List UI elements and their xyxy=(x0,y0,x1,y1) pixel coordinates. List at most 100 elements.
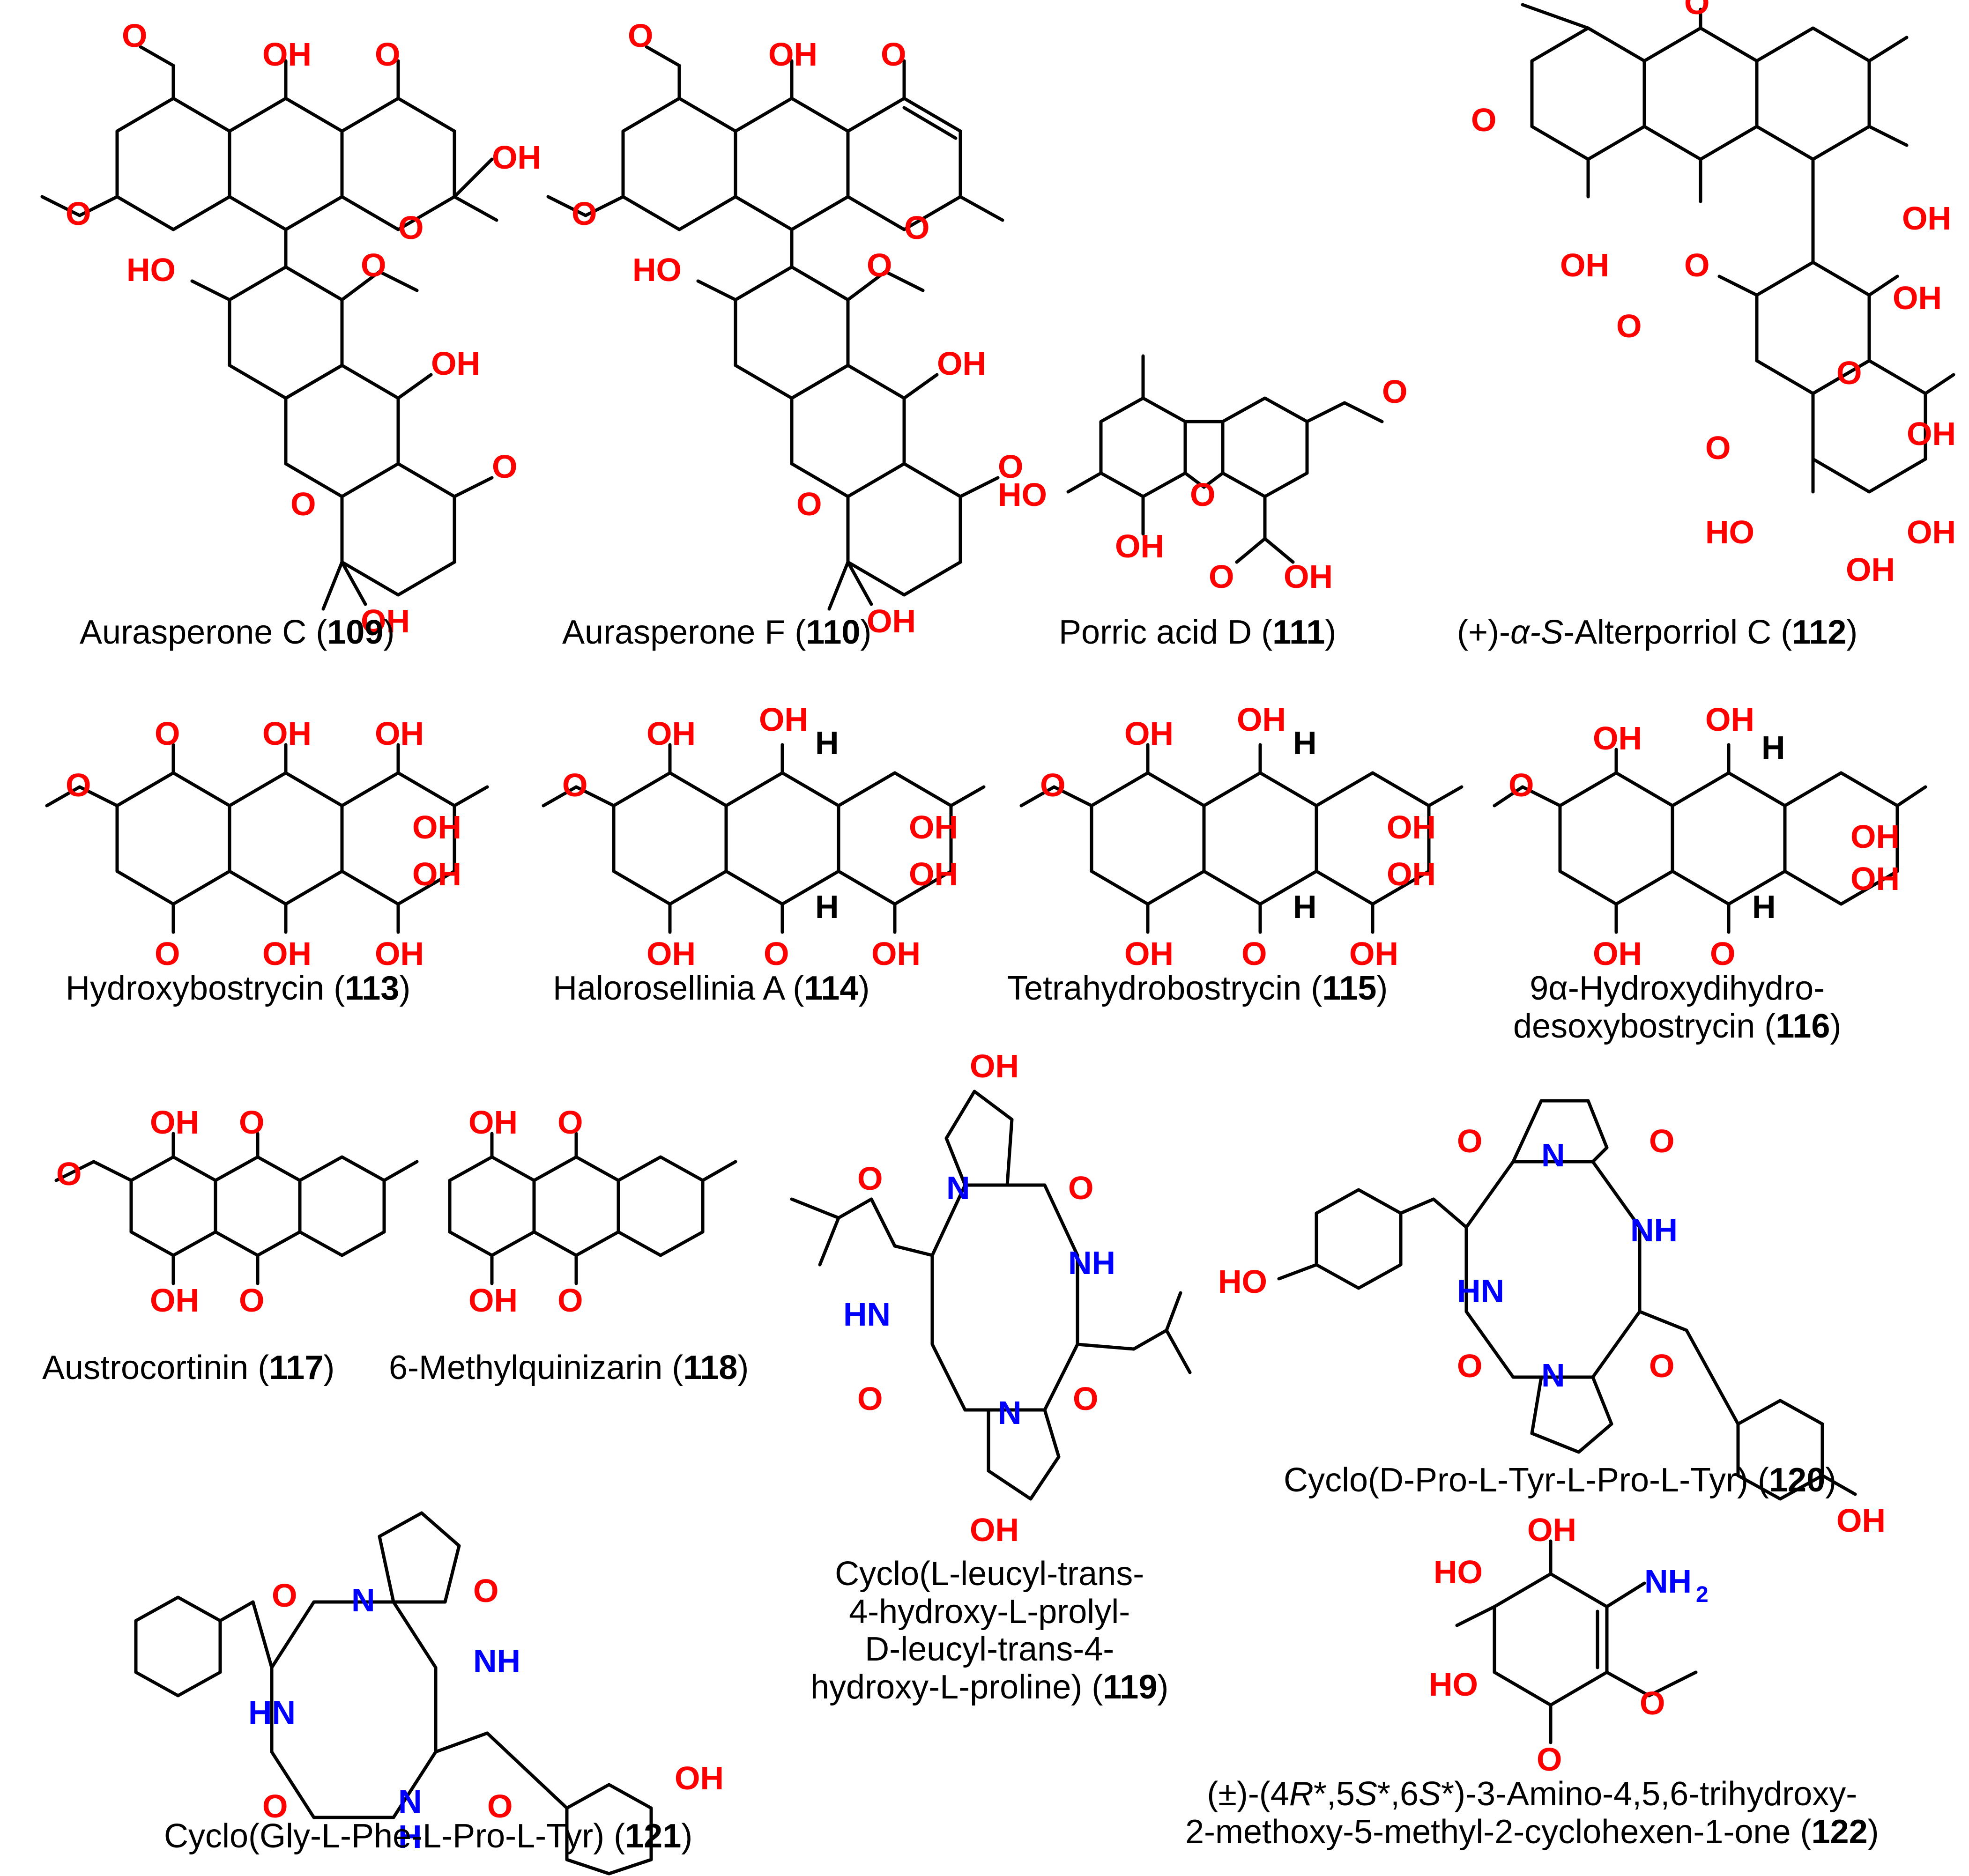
atom-oh: OH xyxy=(1349,935,1398,972)
atom-o: O xyxy=(155,715,180,752)
atom-oh: OH xyxy=(759,701,808,738)
atom-o: O xyxy=(1040,767,1065,803)
atom-o: O xyxy=(1073,1380,1098,1417)
atom-o: O xyxy=(1209,558,1234,595)
compound-number: 121 xyxy=(625,1817,682,1855)
atom-nh: NH xyxy=(1068,1245,1115,1281)
compound-number: 111 xyxy=(1272,614,1325,651)
atom-oh: OH xyxy=(1124,715,1174,752)
compound-name: Tetrahydrobostrycin xyxy=(1007,970,1302,1007)
compound-name-line1: Cyclo(L-leucyl-trans- xyxy=(835,1555,1144,1593)
atom-h: H xyxy=(1761,729,1785,766)
atom-o: O xyxy=(628,17,653,54)
atom-oh: OH xyxy=(909,809,958,845)
atom-oh: OH xyxy=(150,1104,199,1141)
caption-117: Austrocortinin (117) xyxy=(42,1349,335,1387)
atom-o: O xyxy=(1241,935,1267,972)
atom-oh: OH xyxy=(361,603,410,639)
atom-labels-113: O OH OH O OH OH O OH OH xyxy=(66,715,461,972)
atom-oh: OH xyxy=(150,1282,199,1319)
atom-o: O xyxy=(881,36,906,73)
atom-oh: OH xyxy=(970,1048,1019,1084)
atom-oh: OH xyxy=(675,1760,724,1796)
atom-oh: OH xyxy=(1593,720,1642,756)
atom-o: O xyxy=(398,209,424,246)
atom-labels-122: OH HO NH 2 HO O O xyxy=(1429,1512,1709,1778)
compound-number: 122 xyxy=(1811,1813,1868,1851)
compound-name-stereo: R xyxy=(1289,1775,1314,1813)
structure-112: O O O OH OH O OH O O OH HO OH OH xyxy=(1471,0,1956,588)
atom-o: O xyxy=(1457,1123,1482,1159)
structure-109: O OH O OH O O HO O OH O O OH xyxy=(40,17,541,639)
compound-name: Cyclo(D-Pro-L-Tyr-L-Pro-L-Tyr) xyxy=(1284,1461,1749,1499)
compound-name-line2: 2-methoxy-5-methyl-2-cyclohexen-1-one xyxy=(1185,1813,1791,1851)
atom-oh: OH xyxy=(909,856,958,892)
atom-oh: OH xyxy=(412,809,461,845)
atom-o: O xyxy=(239,1104,264,1141)
atom-labels-116: OH OH H O OH OH H OH O xyxy=(1508,701,1900,972)
structure-121: O N O NH HN O N H O OH xyxy=(134,1511,724,1876)
atom-oh: OH xyxy=(1907,514,1956,550)
atom-o: O xyxy=(1508,767,1534,803)
atom-ho: HO xyxy=(1434,1554,1483,1590)
atom-oh: OH xyxy=(1907,415,1956,452)
atom-o: O xyxy=(262,1788,288,1824)
structure-120: O N O NH HO HN O N O OH xyxy=(1218,1099,1886,1539)
atom-ho: HO xyxy=(126,252,176,288)
atom-nh2: NH xyxy=(1644,1563,1692,1600)
atom-oh: OH xyxy=(1902,200,1951,237)
compound-name-part: *)-3-Amino-4,5,6-trihydroxy- xyxy=(1441,1775,1858,1813)
atom-o: O xyxy=(492,448,517,485)
atom-oh: OH xyxy=(871,935,921,972)
atom-labels-112: O O O OH OH O OH O O OH HO OH OH xyxy=(1471,0,1956,588)
atom-h: H xyxy=(1293,889,1317,925)
atom-ho: HO xyxy=(1218,1263,1267,1300)
atom-oh: OH xyxy=(1705,701,1754,738)
compound-name-prefix: (+)- xyxy=(1457,614,1510,651)
atom-oh: OH xyxy=(262,715,312,752)
atom-labels-114: OH OH H O OH OH H OH O OH xyxy=(562,701,958,972)
atom-n: N xyxy=(1541,1137,1565,1173)
atom-o: O xyxy=(66,767,91,803)
atom-ho: HO xyxy=(1705,514,1754,550)
compound-name-line4: hydroxy-L-proline) xyxy=(810,1668,1083,1706)
caption-114: Halorosellinia A (114) xyxy=(553,970,870,1007)
atom-oh: OH xyxy=(646,935,696,972)
atom-oh: OH xyxy=(1284,558,1333,595)
atom-o: O xyxy=(998,448,1023,485)
compound-name: Cyclo(Gly-L-Phe-L-Pro-L-Tyr) xyxy=(164,1817,605,1855)
atom-o: O xyxy=(56,1156,82,1192)
atom-o: O xyxy=(290,486,316,522)
caption-109: Aurasperone C (109) xyxy=(80,614,395,651)
atom-oh: OH xyxy=(937,345,986,382)
atom-o: O xyxy=(239,1282,264,1319)
atom-o: O xyxy=(1684,0,1709,21)
atom-ho: HO xyxy=(1429,1666,1478,1703)
compound-number: 114 xyxy=(804,970,859,1007)
atom-oh: OH xyxy=(1387,809,1436,845)
compound-name-line3: D-leucyl-trans-4- xyxy=(865,1631,1115,1668)
atom-nh: NH xyxy=(473,1643,520,1679)
caption-122: (±)-(4R*,5S*,6S*)-3-Amino-4,5,6-trihydro… xyxy=(1185,1775,1879,1851)
atom-o: O xyxy=(1710,935,1735,972)
caption-112: (+)-α-S-Alterporriol C (112) xyxy=(1457,614,1858,651)
atom-oh: OH xyxy=(262,36,312,73)
atom-o: O xyxy=(857,1160,883,1197)
compound-name: Aurasperone F xyxy=(562,614,786,651)
atom-o: O xyxy=(796,486,822,522)
atom-oh: OH xyxy=(970,1512,1019,1548)
atom-oh: OH xyxy=(468,1282,518,1319)
compound-name-line2: desoxybostrycin xyxy=(1513,1007,1755,1045)
atom-o: O xyxy=(764,935,789,972)
atom-oh: OH xyxy=(1893,280,1942,316)
atom-n: N xyxy=(398,1783,422,1820)
atom-oh: OH xyxy=(1124,935,1174,972)
atom-o: O xyxy=(122,17,147,54)
atom-hn: HN xyxy=(843,1296,891,1333)
structure-114: OH OH H O OH OH H OH O OH xyxy=(542,701,986,972)
compound-number: 110 xyxy=(806,614,861,651)
structure-122: OH HO NH 2 HO O O xyxy=(1429,1512,1709,1778)
compound-name-part: *,6 xyxy=(1377,1775,1419,1813)
compound-name-stereo: S xyxy=(1354,1775,1377,1813)
